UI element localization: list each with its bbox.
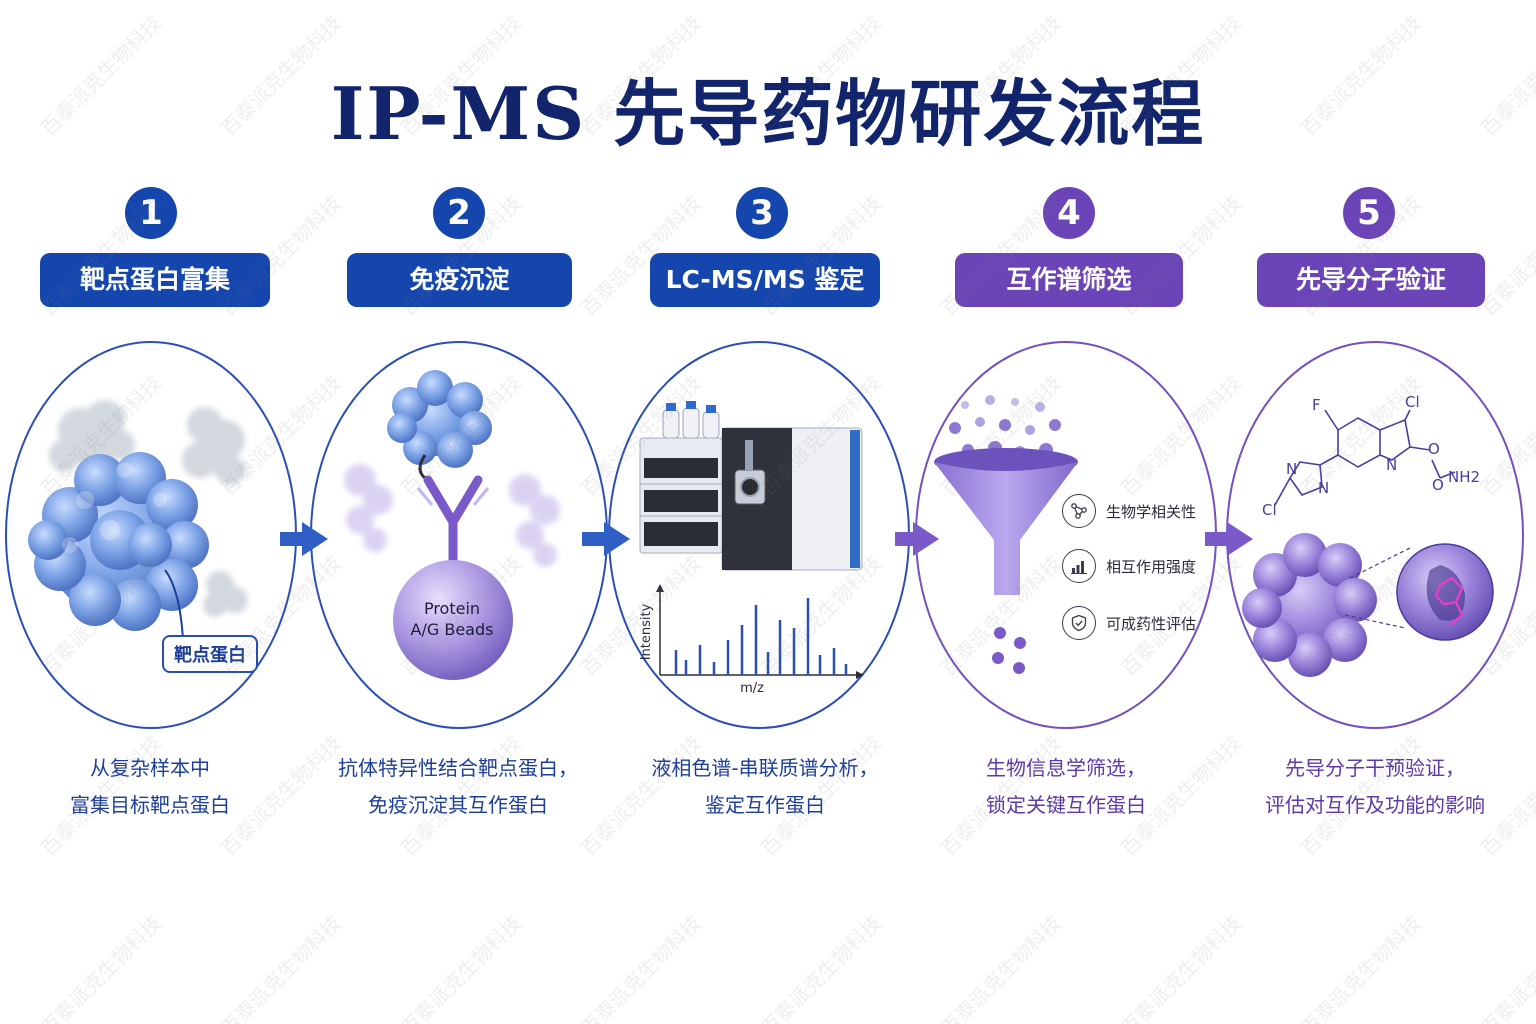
- atom-cl-2: Cl: [1262, 501, 1277, 519]
- step-3-number: 3: [736, 187, 788, 239]
- step-2-desc-line2: 免疫沉淀其互作蛋白: [368, 793, 548, 817]
- watermark-text: 百泰派克生物科技: [576, 370, 707, 501]
- step-1-desc-line2: 富集目标靶点蛋白: [70, 793, 230, 817]
- step-1-desc-line1: 从复杂样本中: [90, 756, 210, 780]
- step-4-number: 4: [1043, 187, 1095, 239]
- bead-label-line2: A/G Beads: [411, 620, 494, 639]
- watermark-text: 百泰派克生物科技: [936, 550, 1067, 681]
- step-1-label: 靶点蛋白富集: [40, 253, 270, 307]
- binding-pocket-zoom: [1396, 543, 1494, 641]
- shield-check-icon: [1062, 606, 1096, 640]
- criterion-3-text: 可成药性评估: [1106, 614, 1197, 633]
- watermark-text: 百泰派克生物科技: [36, 550, 167, 681]
- watermark-text: 百泰派克生物科技: [396, 910, 527, 1024]
- step-4-oval: [915, 341, 1217, 729]
- antibody: [423, 475, 483, 565]
- watermark-text: 百泰派克生物科技: [756, 550, 887, 681]
- step-3-label: LC-MS/MS 鉴定: [650, 253, 880, 307]
- arrow-2-3: [582, 522, 630, 556]
- step-3-oval: [608, 341, 910, 729]
- target-protein-tag: 靶点蛋白: [162, 635, 258, 673]
- atom-f: F: [1312, 396, 1321, 414]
- watermark-text: 百泰派克生物科技: [216, 370, 347, 501]
- spectrum-y-label: Intensity: [639, 603, 654, 660]
- atom-o: O: [1428, 440, 1440, 458]
- atom-o-2: O: [1432, 476, 1444, 494]
- step-3-description: 液相色谱-串联质谱分析， 鉴定互作蛋白: [630, 750, 900, 824]
- step-5-desc-line1: 先导分子干预验证，: [1285, 756, 1465, 780]
- watermark-text: 百泰派克生物科技: [576, 550, 707, 681]
- step-5-label: 先导分子验证: [1257, 253, 1485, 307]
- captured-protein: [387, 370, 492, 468]
- atom-n-3: N: [1318, 479, 1329, 497]
- atom-nh2: NH2: [1448, 468, 1480, 486]
- step-1-description: 从复杂样本中 富集目标靶点蛋白: [40, 750, 260, 824]
- spectrum-x-label: m/z: [740, 681, 764, 696]
- watermark-text: 百泰派克生物科技: [756, 910, 887, 1024]
- watermark-text: 百泰派克生物科技: [1116, 910, 1247, 1024]
- lead-molecule: [1274, 409, 1456, 506]
- purple-protein: [1242, 533, 1377, 677]
- step-4-label: 互作谱筛选: [955, 253, 1183, 307]
- step-2-number: 2: [433, 187, 485, 239]
- atom-cl-1: Cl: [1405, 393, 1420, 411]
- watermark-text: 百泰派克生物科技: [936, 910, 1067, 1024]
- watermark-text: 百泰派克生物科技: [1116, 370, 1247, 501]
- criterion-biological-relevance: 生物学相关性: [1062, 494, 1196, 528]
- mass-spectrum: Intensity m/z: [639, 584, 864, 696]
- lc-ms-instrument: [639, 401, 863, 571]
- criterion-1-text: 生物学相关性: [1106, 502, 1197, 521]
- bar-chart-icon: [1062, 549, 1096, 583]
- watermark-text: 百泰派克生物科技: [1296, 910, 1427, 1024]
- step-2-label: 免疫沉淀: [347, 253, 572, 307]
- criterion-2-text: 相互作用强度: [1106, 557, 1197, 576]
- watermark-text: 百泰派克生物科技: [396, 550, 527, 681]
- step-2-oval: [310, 341, 608, 729]
- step-1-number: 1: [125, 187, 177, 239]
- watermark-text: 百泰派克生物科技: [36, 370, 167, 501]
- bead-label-line1: Protein: [424, 599, 480, 618]
- watermark-text: 百泰派克生物科技: [1476, 910, 1536, 1024]
- protein-ag-bead: [393, 560, 513, 680]
- watermark-text: 百泰派克生物科技: [1476, 550, 1536, 681]
- arrow-1-2: [280, 522, 328, 556]
- step-4-description: 生物信息学筛选， 锁定关键互作蛋白: [950, 750, 1182, 824]
- target-protein: [28, 452, 209, 631]
- page-title: IP-MS 先导药物研发流程: [330, 71, 1206, 156]
- screening-funnel: [934, 395, 1078, 674]
- step-5-description: 先导分子干预验证， 评估对互作及功能的影响: [1240, 750, 1510, 824]
- step-3-desc-line2: 鉴定互作蛋白: [705, 793, 825, 817]
- watermark-text: 百泰派克生物科技: [756, 370, 887, 501]
- step-3-desc-line1: 液相色谱-串联质谱分析，: [651, 756, 879, 780]
- step-2-desc-line1: 抗体特异性结合靶点蛋白，: [338, 756, 578, 780]
- watermark-text: 百泰派克生物科技: [576, 910, 707, 1024]
- atom-n-1: N: [1386, 456, 1397, 474]
- step-2-description: 抗体特异性结合靶点蛋白， 免疫沉淀其互作蛋白: [318, 750, 598, 824]
- arrow-3-4: [895, 522, 939, 556]
- arrow-4-5: [1205, 522, 1253, 556]
- watermark-text: 百泰派克生物科技: [1476, 370, 1536, 501]
- watermark-text: 百泰派克生物科技: [36, 910, 167, 1024]
- criterion-interaction-strength: 相互作用强度: [1062, 549, 1196, 583]
- watermark-text: 百泰派克生物科技: [396, 370, 527, 501]
- step-5-number: 5: [1343, 187, 1395, 239]
- criterion-druggability: 可成药性评估: [1062, 606, 1196, 640]
- step-5-desc-line2: 评估对互作及功能的影响: [1265, 793, 1485, 817]
- step-5-oval: [1226, 341, 1524, 729]
- step-4-desc-line1: 生物信息学筛选，: [986, 756, 1146, 780]
- watermark-text: 百泰派克生物科技: [216, 910, 347, 1024]
- watermark-text: 百泰派克生物科技: [936, 370, 1067, 501]
- atom-n-2: N: [1286, 460, 1297, 478]
- network-icon: [1062, 494, 1096, 528]
- step-4-desc-line2: 锁定关键互作蛋白: [986, 793, 1146, 817]
- watermark-text: 百泰派克生物科技: [1296, 550, 1427, 681]
- watermark-text: 百泰派克生物科技: [1296, 370, 1427, 501]
